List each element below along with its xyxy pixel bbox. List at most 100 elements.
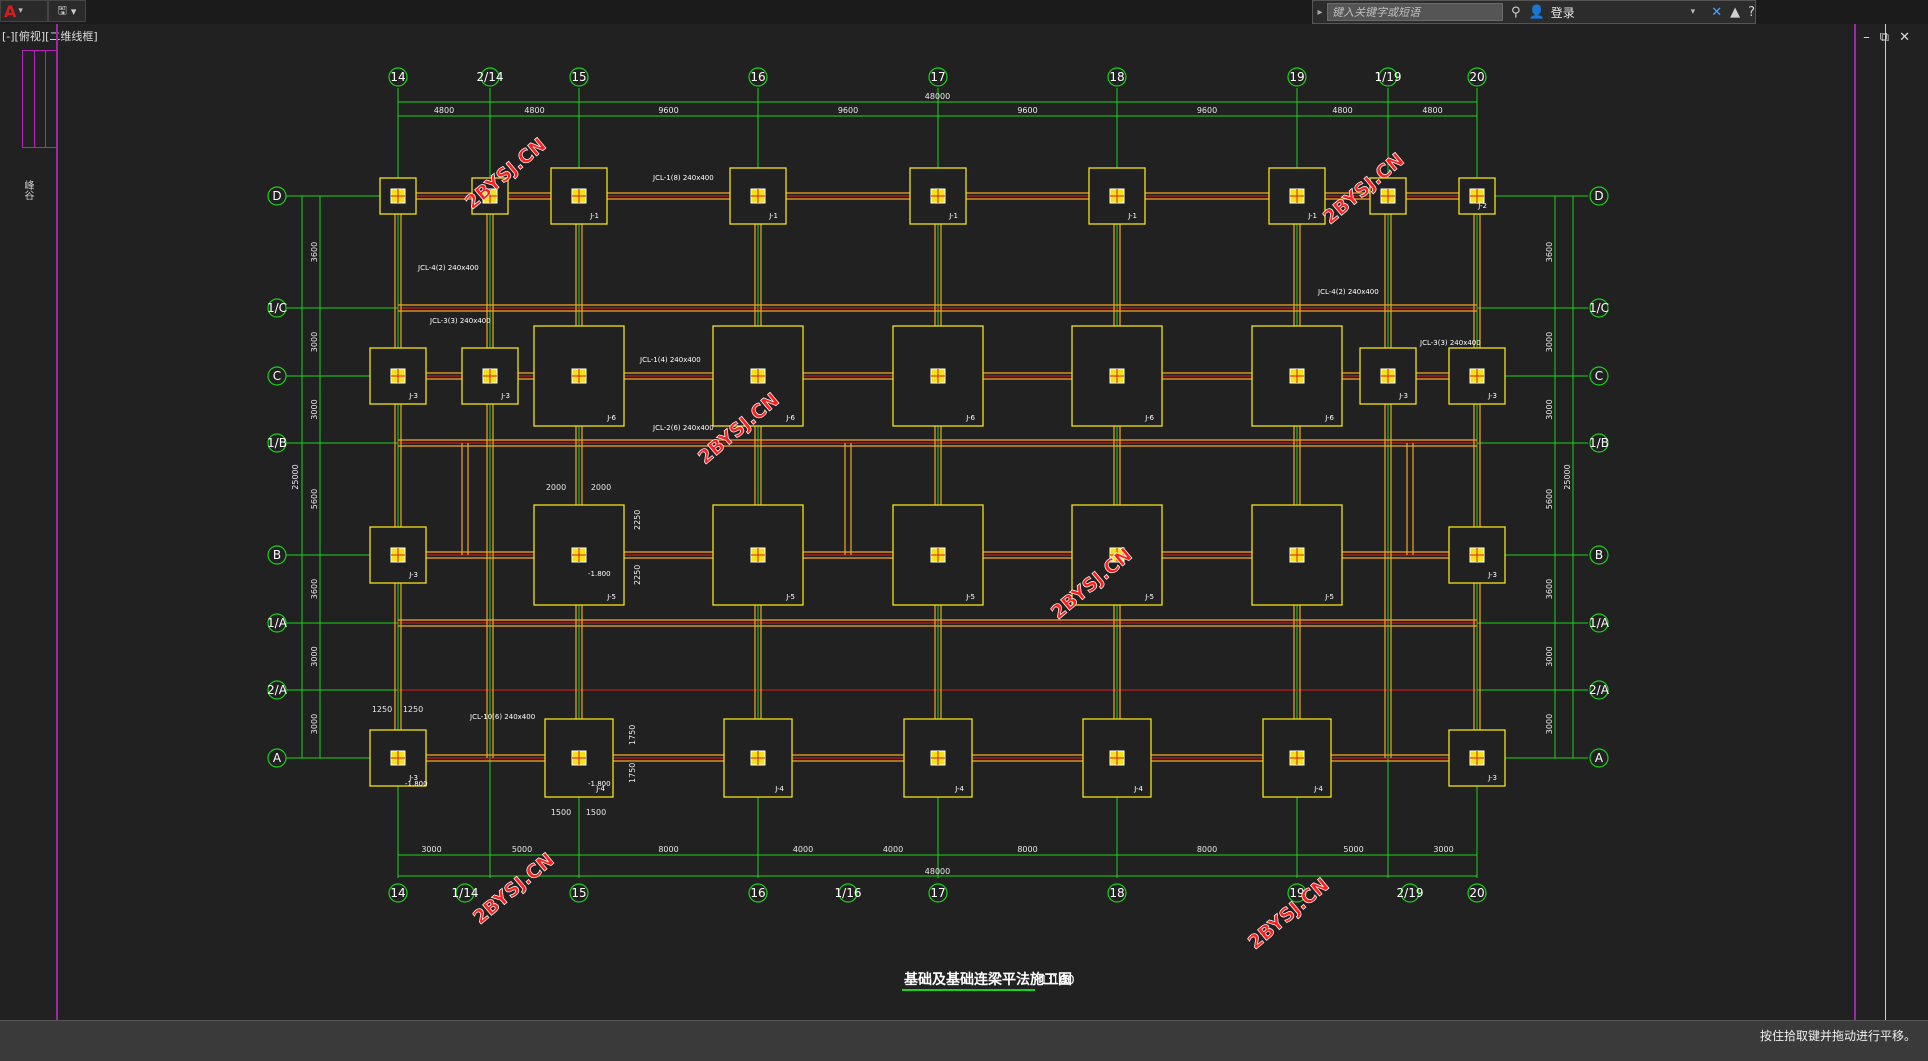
axis-bubble xyxy=(388,67,408,87)
beam-label: JCL-10(6) 240x400 xyxy=(469,713,535,721)
footing-label: J-1 xyxy=(1127,212,1137,220)
restore-icon[interactable]: ⧉ xyxy=(1880,30,1889,45)
axis-label: 19 xyxy=(1289,886,1304,900)
save-icon[interactable]: 🖫 xyxy=(57,3,67,17)
footing-label: J-6 xyxy=(606,414,616,422)
axis-bubble xyxy=(1287,883,1307,903)
axis-bubble xyxy=(1107,67,1127,87)
login-button[interactable]: 登录 xyxy=(1550,5,1575,20)
axis-bubble xyxy=(267,186,287,206)
dimension-text: 3000 xyxy=(1545,714,1554,734)
application-menu-button[interactable]: A ▾ xyxy=(0,0,48,22)
dimension-text: 25000 xyxy=(291,464,300,489)
axis-bubble xyxy=(1589,613,1609,633)
drawing-scale: 1:100 xyxy=(1040,973,1075,987)
infocenter-bar: ▸ ⚲ 👤 登录 ▾ ✕ ▲ ? xyxy=(1312,0,1756,24)
palette-label: 峰谷 xyxy=(22,180,33,200)
dimension-text: 8000 xyxy=(1197,845,1217,854)
axis-bubble xyxy=(267,545,287,565)
close-icon[interactable]: ✕ xyxy=(1899,30,1910,45)
expand-arrow-icon[interactable]: ▸ xyxy=(1317,6,1323,18)
beam-label: JCL-3(3) 240x400 xyxy=(429,317,491,325)
chevron-down-icon[interactable]: ▾ xyxy=(1690,7,1696,17)
chevron-down-icon: ▾ xyxy=(18,6,23,16)
dimension-text: 1250 xyxy=(372,705,392,714)
watermark-text: 2BYSJ.CN xyxy=(469,849,558,929)
help-icon[interactable]: ? xyxy=(1748,4,1755,20)
dimension-text: 1500 xyxy=(551,808,571,817)
axis-label: B xyxy=(1595,548,1603,562)
axis-label: 1/C xyxy=(1589,301,1609,315)
axis-label: 1/B xyxy=(1589,436,1609,450)
axis-label: 14 xyxy=(390,70,405,84)
dimension-text: 8000 xyxy=(658,845,678,854)
top-bar: A ▾ 🖫 ▾ ▸ ⚲ 👤 登录 ▾ ✕ ▲ ? xyxy=(0,0,1928,24)
dimension-text: 3000 xyxy=(421,845,441,854)
axis-bubble xyxy=(455,883,475,903)
footing-label: J-3 xyxy=(408,774,418,782)
axis-bubble xyxy=(1589,545,1609,565)
footing-label: J-6 xyxy=(785,414,795,422)
dimension-text: 4800 xyxy=(434,106,454,115)
exchange-icon[interactable]: ✕ xyxy=(1711,4,1723,20)
dimension-text: 1750 xyxy=(628,763,637,783)
dimension-text: 3000 xyxy=(310,646,319,666)
dimension-text: 3600 xyxy=(310,579,319,599)
beam-label: JCL-1(8) 240x400 xyxy=(652,174,714,182)
dimension-text: 9600 xyxy=(1197,106,1217,115)
binoculars-icon[interactable]: ⚲ xyxy=(1511,4,1521,20)
autocad-logo-icon: A xyxy=(4,1,17,21)
footing-label: J-4 xyxy=(954,785,964,793)
dimension-text: 48000 xyxy=(925,92,950,101)
chevron-down-icon[interactable]: ▾ xyxy=(70,4,77,18)
axis-bubble xyxy=(1589,433,1609,453)
dimension-text: 2000 xyxy=(546,483,566,492)
dimension-text: 3600 xyxy=(310,242,319,262)
footing-label: J-5 xyxy=(1324,593,1334,601)
beam-label: JCL-1(4) 240x400 xyxy=(639,356,701,364)
dimension-text: 4000 xyxy=(793,845,813,854)
quick-access-toolbar[interactable]: 🖫 ▾ xyxy=(48,0,86,22)
dimension-text: 3600 xyxy=(1545,242,1554,262)
search-input[interactable] xyxy=(1327,3,1503,21)
axis-label: 19 xyxy=(1289,70,1304,84)
axis-bubble xyxy=(1107,883,1127,903)
axis-label: 1/A xyxy=(267,616,288,630)
dimension-text: 1250 xyxy=(403,705,423,714)
beam-label: JCL-4(2) 240x400 xyxy=(417,264,479,272)
footing-label: J-3 xyxy=(1398,392,1408,400)
footing-label: J-6 xyxy=(965,414,975,422)
axis-bubble xyxy=(267,613,287,633)
a360-icon[interactable]: ▲ xyxy=(1730,4,1741,20)
dimension-text: 3000 xyxy=(1545,332,1554,352)
axis-bubble xyxy=(569,883,589,903)
footing-pad xyxy=(471,177,509,215)
axis-label: 1/14 xyxy=(452,886,479,900)
axis-label: 16 xyxy=(750,70,765,84)
footing-label: J-6 xyxy=(1324,414,1334,422)
axis-label: C xyxy=(1595,369,1603,383)
axis-label: C xyxy=(273,369,281,383)
dimension-text: 48000 xyxy=(925,867,950,876)
axis-bubble xyxy=(1589,366,1609,386)
user-icon[interactable]: 👤 xyxy=(1528,4,1545,20)
drawing-title: 基础及基础连梁平法施工图 xyxy=(904,971,1072,988)
axis-bubble xyxy=(267,298,287,318)
beam-label: JCL-3(3) 240x400 xyxy=(1419,339,1481,347)
viewport-controls-label[interactable]: [-][俯视][二维线框] xyxy=(2,30,98,43)
dimension-text: 3000 xyxy=(1545,646,1554,666)
dimension-text: 9600 xyxy=(1017,106,1037,115)
axis-label: 1/16 xyxy=(835,886,862,900)
dimension-text: 5000 xyxy=(512,845,532,854)
axis-label: 2/19 xyxy=(1397,886,1424,900)
axis-bubble xyxy=(1589,748,1609,768)
footing-label: J-4 xyxy=(1133,785,1143,793)
axis-bubble xyxy=(267,748,287,768)
footing-label: J-1 xyxy=(1307,212,1317,220)
status-bar: 按住拾取键并拖动进行平移。 xyxy=(0,1020,1928,1061)
footing-label: J-2 xyxy=(1477,202,1487,210)
viewport-border-left xyxy=(56,24,58,1020)
beam-label: JCL-4(2) 240x400 xyxy=(1317,288,1379,296)
minimize-icon[interactable]: – xyxy=(1863,30,1870,45)
